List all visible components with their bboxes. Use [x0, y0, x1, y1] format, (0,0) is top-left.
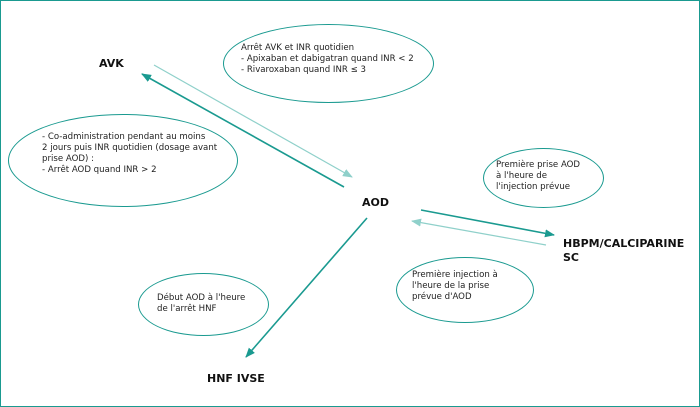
- note-line: Arrêt AVK et INR quotidien: [241, 43, 355, 53]
- note-aod-to-hbpm: [396, 257, 534, 323]
- note-hbpm-to-aod-text: Première prise AOD à l'heure de l'inject…: [496, 160, 580, 193]
- arrow-hbpm-to-aod: [411, 218, 547, 246]
- arrow-avk-to-aod: [153, 64, 353, 178]
- note-line: l'injection prévue: [496, 182, 571, 192]
- note-line: - Rivaroxaban quand INR ≤ 3: [241, 65, 366, 75]
- note-aod-to-hbpm-text: Première injection à l'heure de la prise…: [412, 270, 498, 303]
- arrow-aod-to-hnf: [245, 217, 368, 358]
- note-line: prise AOD) :: [42, 154, 94, 164]
- node-avk: AVK: [99, 57, 124, 70]
- node-hbpm: HBPM/CALCIPARINE SC: [563, 237, 684, 265]
- node-hbpm-line1: HBPM/CALCIPARINE: [563, 237, 685, 250]
- arrow-aod-to-hbpm: [420, 209, 555, 238]
- note-line: l'heure de la prise: [412, 281, 490, 291]
- note-aod-to-avk-text: - Co-administration pendant au moins 2 j…: [42, 132, 217, 176]
- note-line: Début AOD à l'heure: [157, 293, 246, 303]
- note-hbpm-to-aod: [483, 148, 604, 208]
- note-line: de l'arrêt HNF: [157, 304, 217, 314]
- node-hbpm-line2: SC: [563, 251, 579, 264]
- note-aod-to-avk: [8, 114, 238, 207]
- node-hnf-ivse: HNF IVSE: [207, 372, 265, 385]
- note-line: à l'heure de: [496, 171, 548, 181]
- note-hnf-to-aod: [138, 273, 269, 336]
- note-line: Première injection à: [412, 270, 498, 280]
- note-line: - Apixaban et dabigatran quand INR < 2: [241, 54, 414, 64]
- note-line: prévue d'AOD: [412, 292, 472, 302]
- note-avk-to-aod: [223, 24, 434, 103]
- note-line: 2 jours puis INR quotidien (dosage avant: [42, 143, 218, 153]
- node-aod: AOD: [362, 196, 389, 209]
- arrow-aod-to-avk: [141, 73, 345, 188]
- note-hnf-to-aod-text: Début AOD à l'heure de l'arrêt HNF: [157, 293, 245, 315]
- note-line: - Arrêt AOD quand INR > 2: [42, 165, 157, 175]
- note-line: - Co-administration pendant au moins: [42, 132, 206, 142]
- note-avk-to-aod-text: Arrêt AVK et INR quotidien - Apixaban et…: [241, 43, 414, 76]
- note-line: Première prise AOD: [496, 160, 581, 170]
